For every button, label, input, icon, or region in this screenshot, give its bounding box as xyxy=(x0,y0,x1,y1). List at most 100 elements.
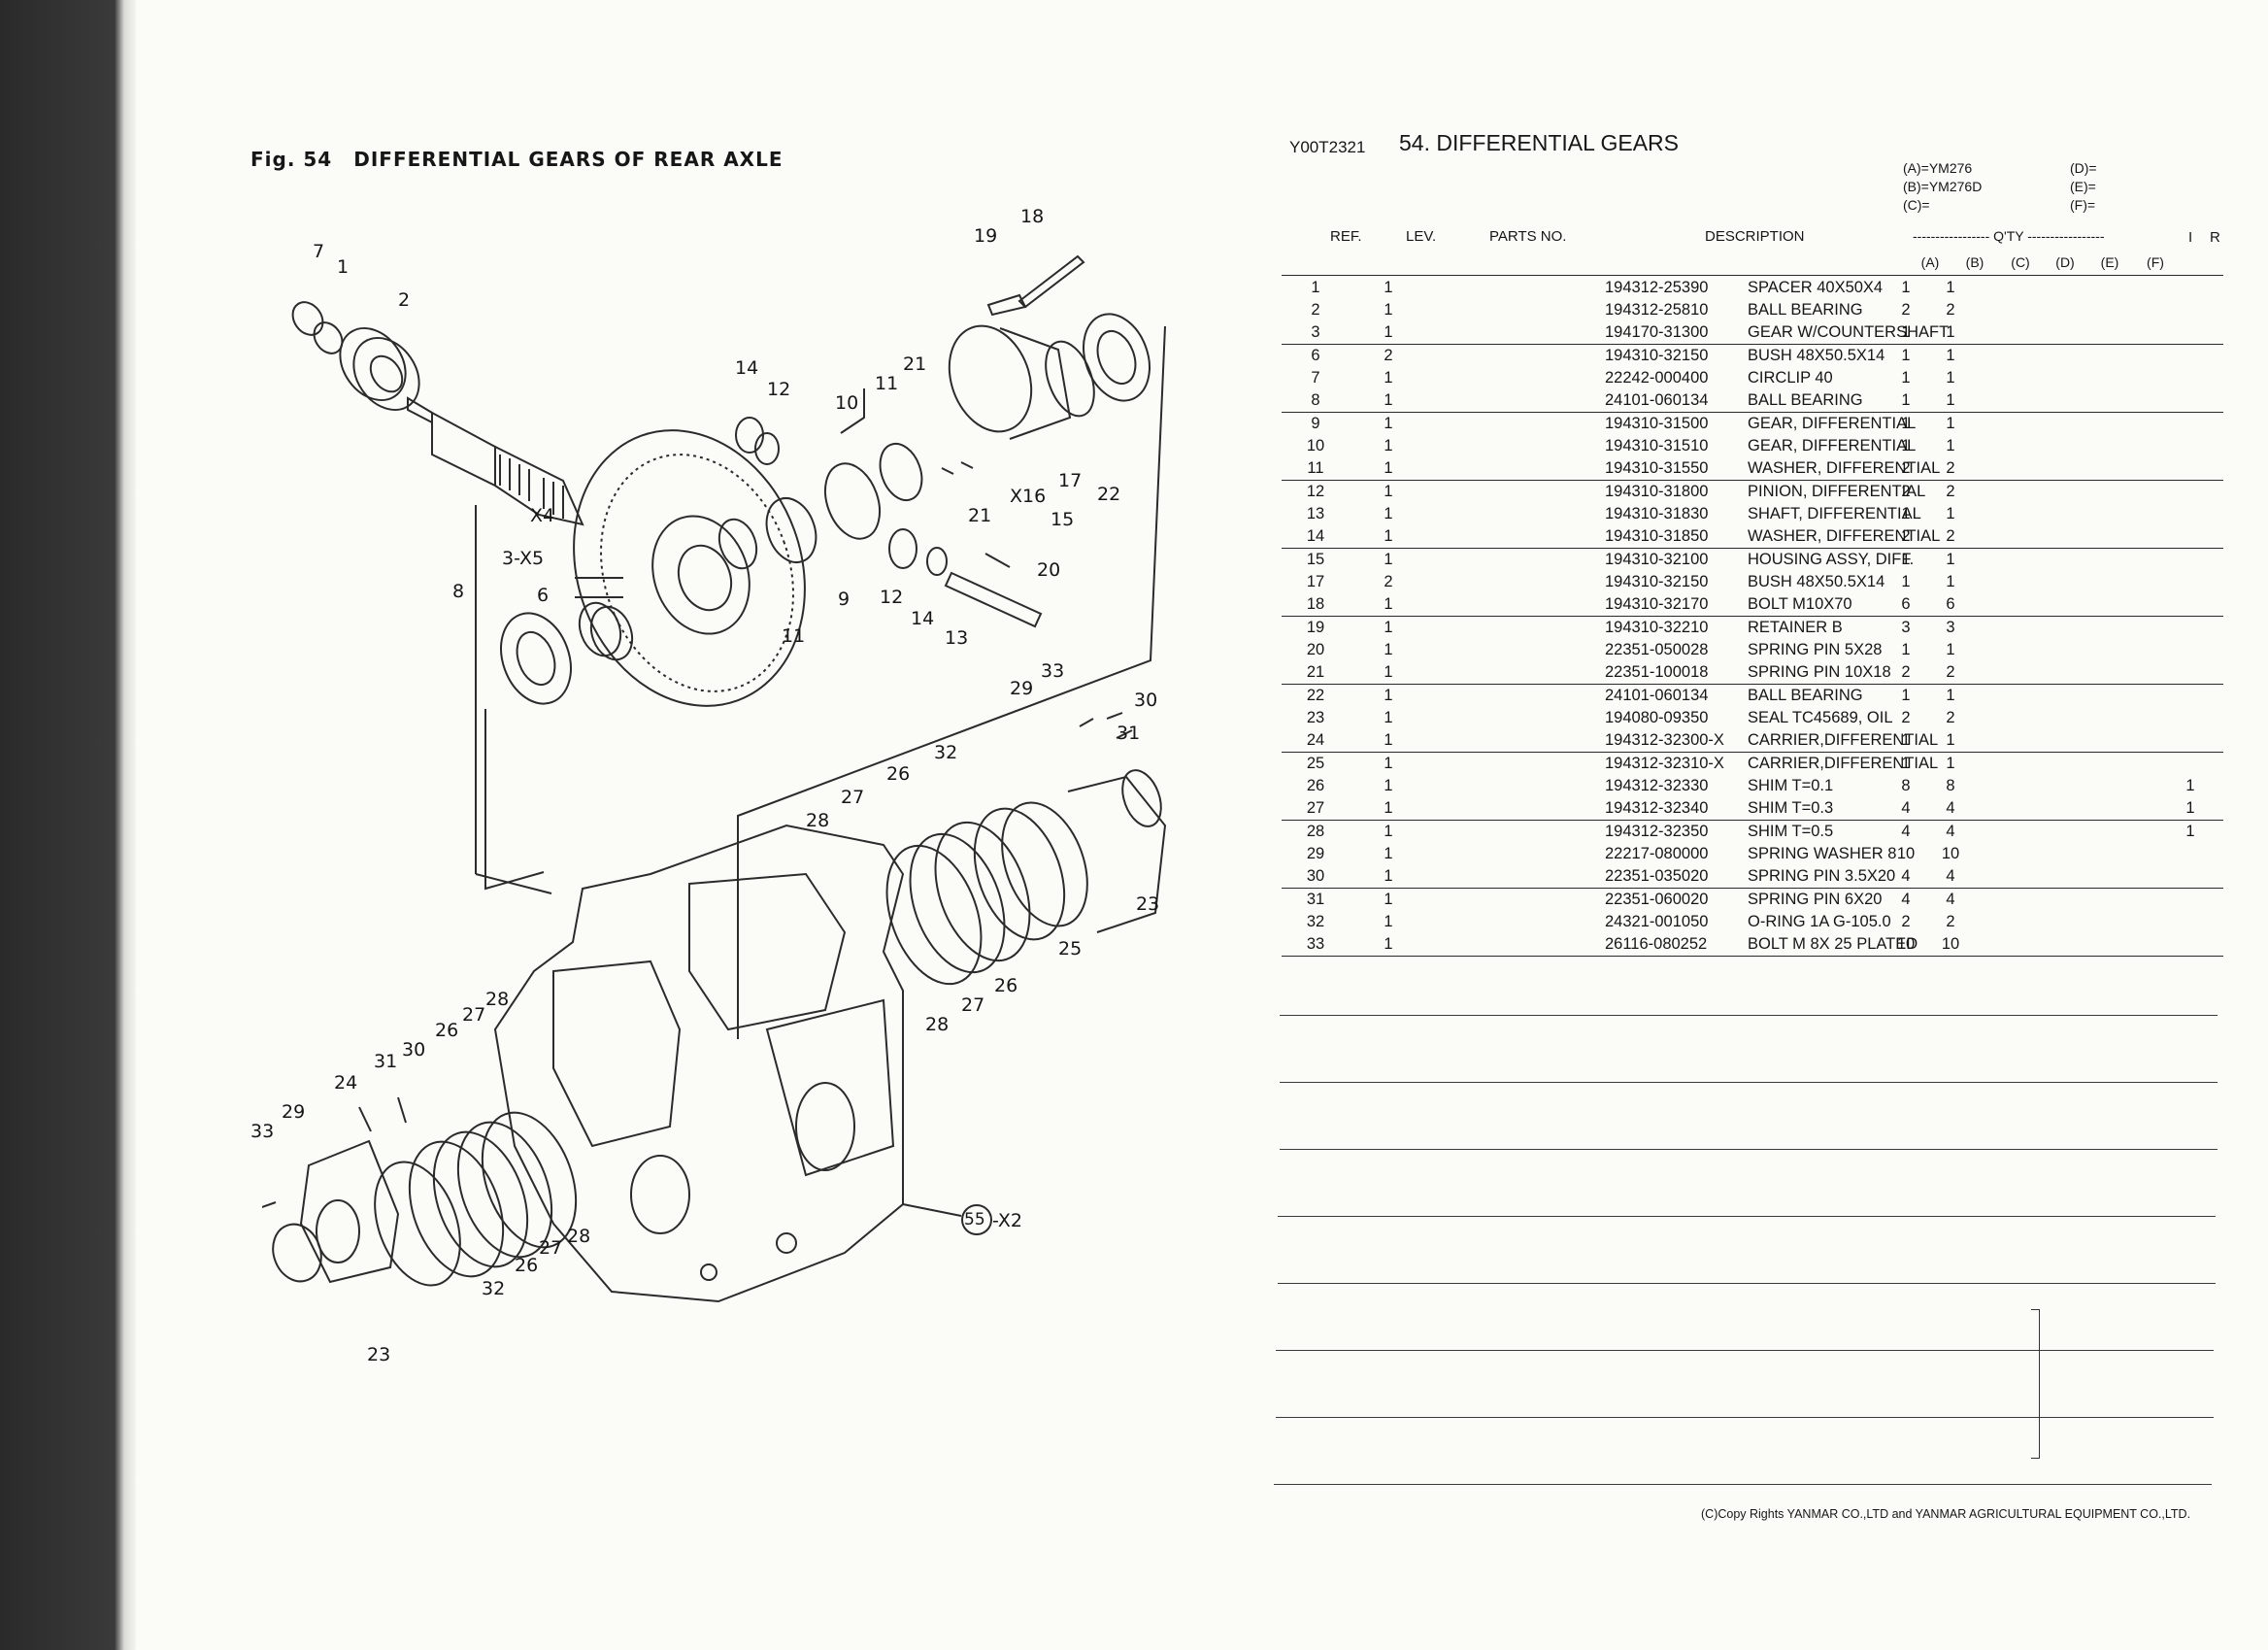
qty-a-cell: 1 xyxy=(1901,347,1911,364)
ref-cell: 26 xyxy=(1306,777,1325,794)
level-cell: 1 xyxy=(1384,845,1393,862)
spacer-cell xyxy=(1757,389,1884,413)
interchange-cell xyxy=(2157,617,2223,640)
ref-cell: 21 xyxy=(1282,661,1350,685)
header-lev: LEV. xyxy=(1406,228,1437,245)
spacer-cell xyxy=(1973,821,2157,844)
spacer-cell xyxy=(1973,933,2157,957)
level-cell: 1 xyxy=(1350,321,1427,345)
level-cell: 1 xyxy=(1384,913,1393,930)
qty-b-cell: 1 xyxy=(1946,347,1955,364)
level-cell: 1 xyxy=(1384,415,1393,432)
spacer-cell xyxy=(1973,413,2157,436)
level-cell: 1 xyxy=(1384,369,1393,387)
description-cell: BALL BEARING xyxy=(1748,301,1863,319)
callout: 18 xyxy=(1020,206,1045,227)
spacer-cell xyxy=(1973,797,2157,821)
spacer-cell xyxy=(1973,729,2157,753)
description-cell: CARRIER,DIFFERENTIAL xyxy=(1427,729,1938,753)
spacer-cell xyxy=(1973,617,2157,640)
spacer-cell xyxy=(1973,865,2157,889)
header-i: I xyxy=(2188,229,2193,246)
interchange-cell xyxy=(2157,889,2223,912)
callout: 12 xyxy=(880,587,904,608)
description-cell: BALL BEARING xyxy=(1748,687,1863,704)
ref-cell: 1 xyxy=(1311,279,1320,296)
description-cell: GEAR, DIFFERENTIAL xyxy=(1748,415,1917,432)
qty-a-cell: 4 xyxy=(1884,865,1928,889)
qty-b-cell: 3 xyxy=(1946,619,1955,636)
qty-a-cell: 1 xyxy=(1901,641,1911,658)
qty-b-cell: 1 xyxy=(1946,573,1955,590)
copyright-notice: (C)Copy Rights YANMAR CO.,LTD and YANMAR… xyxy=(1701,1507,2191,1521)
model-e: (E)= xyxy=(2070,179,2096,194)
model-a: (A)=YM276 xyxy=(1903,160,1973,176)
qty-col-a: (A) xyxy=(1920,254,1940,270)
qty-b-cell: 1 xyxy=(1946,641,1955,658)
callout: 28 xyxy=(485,989,510,1010)
blank-line xyxy=(1280,1015,2218,1016)
blank-line xyxy=(1280,1082,2218,1083)
callout: 1 xyxy=(337,256,350,278)
spacer-cell xyxy=(1757,661,1884,685)
header-r: R xyxy=(2210,229,2220,246)
interchange-cell xyxy=(2157,593,2223,617)
qty-a-cell: 4 xyxy=(1901,823,1911,840)
qty-a-cell: 1 xyxy=(1901,755,1911,772)
level-cell: 1 xyxy=(1384,301,1393,319)
blank-line xyxy=(1276,1417,2214,1418)
qty-col-c: (C) xyxy=(2011,254,2030,270)
qty-b-cell: 2 xyxy=(1946,483,1955,500)
callout: 15 xyxy=(1051,509,1075,530)
qty-b-cell: 8 xyxy=(1946,777,1955,794)
callout: 26 xyxy=(435,1020,459,1041)
level-cell: 1 xyxy=(1384,619,1393,636)
spacer-cell xyxy=(1973,277,2157,299)
ref-cell: 31 xyxy=(1306,891,1325,908)
level-cell: 1 xyxy=(1350,661,1427,685)
qty-col-b: (B) xyxy=(1965,254,1984,270)
description-cell: BOLT M 8X 25 PLATED xyxy=(1427,933,1918,957)
interchange-cell xyxy=(2157,321,2223,345)
qty-b-cell: 10 xyxy=(1941,845,1960,862)
header-qty: ----------------- Q'TY ----------------- xyxy=(1913,228,2105,244)
description-cell: SPACER 40X50X4 xyxy=(1748,279,1884,296)
callout: 28 xyxy=(567,1226,591,1247)
ref-cell: 17 xyxy=(1306,573,1325,590)
blank-line xyxy=(1280,1149,2218,1150)
description-cell: SHIM T=0.1 xyxy=(1748,777,1834,794)
ref-cell: 33 xyxy=(1282,933,1350,957)
level-cell: 1 xyxy=(1384,483,1393,500)
blank-line xyxy=(1278,1283,2216,1284)
qty-b-cell: 1 xyxy=(1928,729,1973,753)
description-cell: GEAR W/COUNTERSHAFT xyxy=(1427,321,1949,345)
spacer-cell xyxy=(1757,933,1884,957)
callout: 28 xyxy=(806,810,830,831)
interchange-cell xyxy=(2157,729,2223,753)
callout: 55 xyxy=(964,1210,985,1229)
callout: 27 xyxy=(961,994,985,1016)
interchange-cell: 1 xyxy=(2157,797,2223,821)
callout: 8 xyxy=(452,581,465,602)
ref-cell: 11 xyxy=(1282,457,1350,481)
qty-b-cell: 2 xyxy=(1928,457,1973,481)
ref-cell: 14 xyxy=(1282,525,1350,549)
header-rule xyxy=(1282,275,2223,276)
spacer-cell xyxy=(1757,729,1884,753)
ref-cell: 30 xyxy=(1282,865,1350,889)
interchange-cell xyxy=(2157,549,2223,572)
qty-a-cell: 6 xyxy=(1884,593,1928,617)
qty-a-cell: 3 xyxy=(1901,619,1911,636)
qty-a-cell: 2 xyxy=(1884,525,1928,549)
blank-line xyxy=(1274,1484,2212,1485)
description-cell: SPRING PIN 10X18 xyxy=(1427,661,1891,685)
ref-cell: 9 xyxy=(1311,415,1320,432)
callout: 21 xyxy=(968,505,992,526)
